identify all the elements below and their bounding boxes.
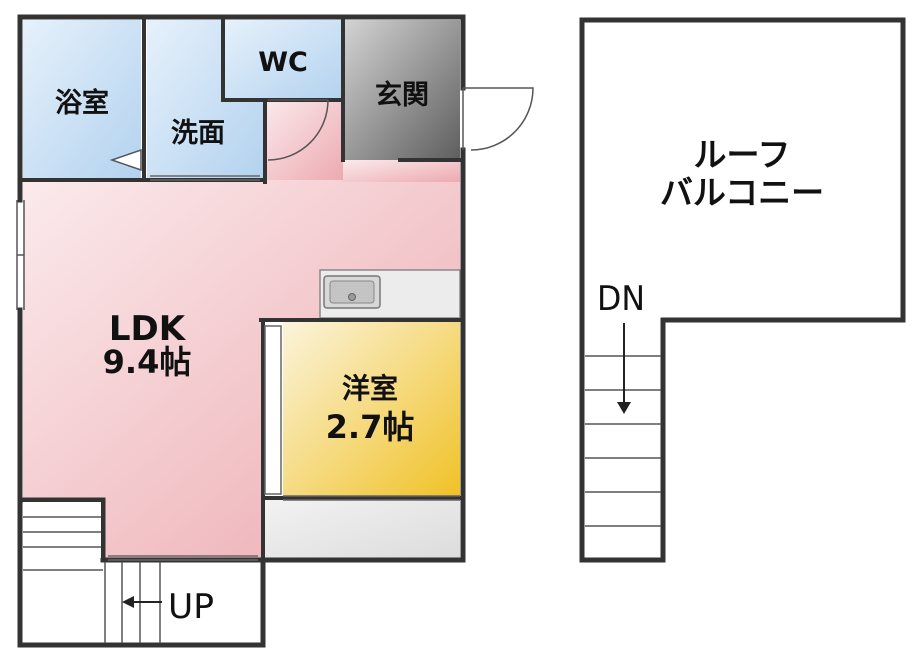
western-room-floor — [283, 322, 460, 498]
sink-drain — [348, 293, 356, 301]
down-stairs-label: DN — [597, 279, 645, 319]
door-lines — [108, 87, 534, 561]
left-window — [16, 200, 25, 310]
wc-label: WC — [258, 47, 308, 78]
balcony-label-line1: ルーフ — [693, 135, 790, 174]
up-stairs-label: UP — [168, 587, 214, 627]
kitchen-sink-basin — [329, 280, 375, 304]
interior-walls — [18, 15, 465, 562]
main-walls — [17, 14, 466, 648]
western-room-size-label: 2.7帖 — [326, 408, 415, 446]
ldk-name-label: LDK — [109, 309, 187, 349]
entrance-floor — [343, 20, 460, 160]
ldk-size-label: 9.4帖 — [103, 343, 192, 381]
washroom-label: 洗面 — [171, 118, 225, 149]
balcony-label-line2: バルコニー — [660, 173, 824, 212]
up-stairs — [23, 502, 161, 643]
hall-floor — [263, 100, 343, 180]
wc-floor — [223, 20, 343, 100]
entrance-step-floor — [343, 160, 460, 182]
balcony-walls — [579, 17, 906, 563]
bath-floor — [23, 20, 141, 180]
up-arrow — [122, 596, 162, 608]
closet-floor — [265, 500, 460, 558]
western-room-name-label: 洋室 — [342, 372, 398, 405]
entrance-label: 玄関 — [375, 79, 429, 111]
bath-label: 浴室 — [55, 87, 109, 119]
down-arrow — [617, 323, 631, 414]
